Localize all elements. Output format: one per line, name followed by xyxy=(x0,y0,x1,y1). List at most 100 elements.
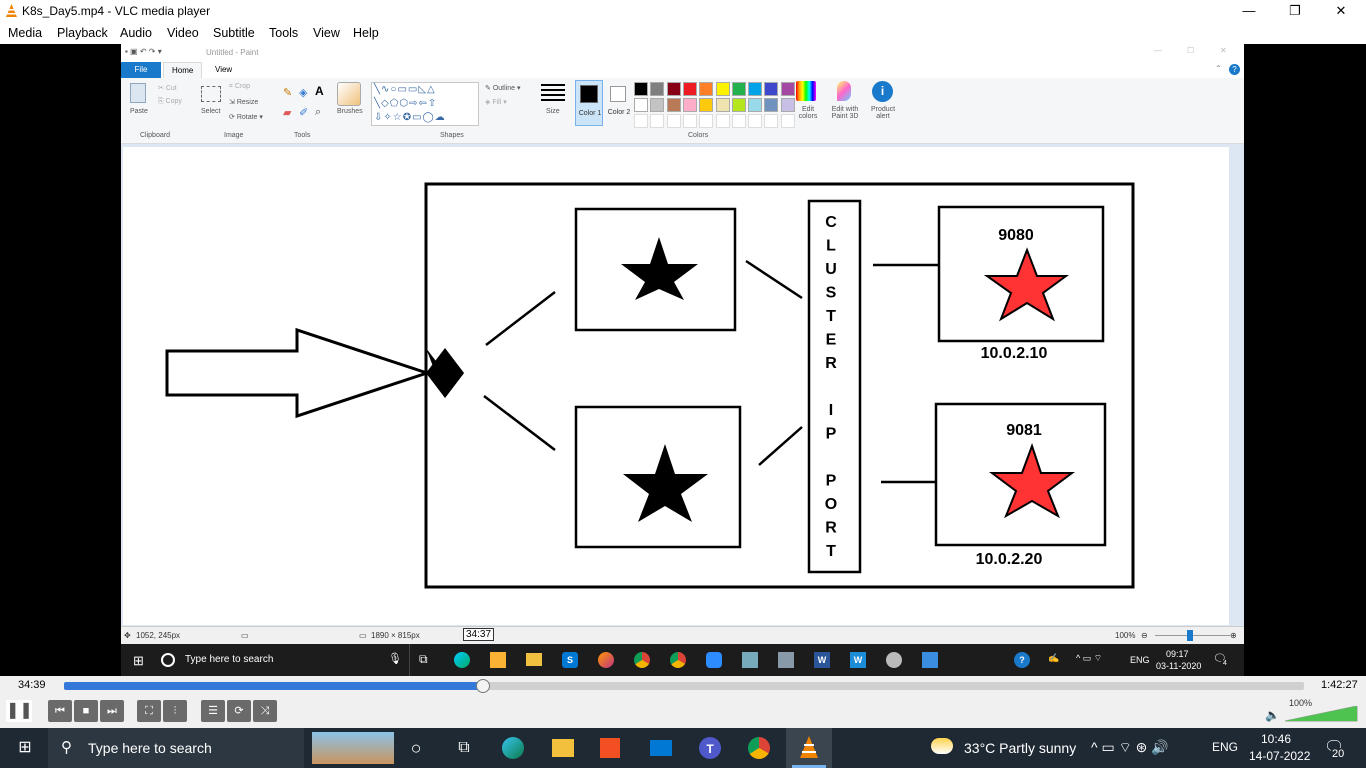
tab-file[interactable]: File xyxy=(121,62,161,78)
palette-swatch[interactable] xyxy=(731,82,746,96)
palette-swatch-empty[interactable] xyxy=(699,114,714,128)
zoom-slider-thumb[interactable] xyxy=(1187,630,1193,641)
store-icon[interactable] xyxy=(600,738,620,758)
palette-swatch[interactable] xyxy=(780,82,795,96)
color-picker-icon[interactable]: ✐ xyxy=(299,107,309,119)
brushes-label[interactable]: Brushes xyxy=(337,108,363,115)
teams-icon[interactable]: T xyxy=(699,737,721,759)
select-label[interactable]: Select xyxy=(201,108,221,115)
size-icon[interactable] xyxy=(541,84,565,102)
palette-swatch[interactable] xyxy=(764,82,779,96)
previous-button[interactable]: ⏮ xyxy=(48,700,72,722)
shapes-gallery[interactable]: ╲∿○▭▭◺△╲◇⬠⬡⇨⇦⇧⇩✧☆✪▭◯☁ xyxy=(371,82,479,126)
paint3d-label[interactable]: Edit with Paint 3D xyxy=(831,106,859,120)
palette-swatch[interactable] xyxy=(666,98,681,112)
palette-swatch[interactable] xyxy=(748,82,763,96)
palette-swatch-empty[interactable] xyxy=(780,114,795,128)
maximize-button[interactable]: ❐ xyxy=(1289,3,1301,18)
palette-swatch[interactable] xyxy=(731,98,746,112)
fullscreen-button[interactable]: ⛶ xyxy=(137,700,161,722)
edge-icon[interactable] xyxy=(502,737,524,759)
menu-subtitle[interactable]: Subtitle xyxy=(213,26,255,40)
chrome-icon[interactable] xyxy=(748,737,770,759)
palette-swatch[interactable] xyxy=(634,82,648,96)
color2-button[interactable]: Color 2 xyxy=(605,80,633,126)
fill-bucket-icon[interactable]: ◈ xyxy=(299,87,308,99)
menu-tools[interactable]: Tools xyxy=(269,26,299,40)
rotate-label[interactable]: Rotate xyxy=(236,114,258,121)
cortana-icon[interactable]: ○ xyxy=(410,738,422,758)
palette-swatch[interactable] xyxy=(715,82,730,96)
brushes-icon[interactable] xyxy=(337,82,361,106)
shuffle-button[interactable]: ⤨ xyxy=(253,700,277,722)
edit-colors-label[interactable]: Edit colors xyxy=(798,106,818,120)
seek-handle[interactable] xyxy=(476,679,491,693)
weather-text[interactable]: 33°C Partly sunny xyxy=(964,740,1077,756)
task-view-icon[interactable]: ⧉ xyxy=(458,739,470,756)
clock-date[interactable]: 14-07-2022 xyxy=(1249,749,1311,763)
palette-swatch[interactable] xyxy=(650,82,665,96)
collapse-ribbon-icon[interactable]: ⌃ xyxy=(1215,64,1222,73)
close-button[interactable]: ✕ xyxy=(1335,3,1347,18)
pencil-icon[interactable]: ✎ xyxy=(283,87,293,99)
menu-media[interactable]: Media xyxy=(8,26,43,40)
palette-swatch-empty[interactable] xyxy=(682,114,697,128)
palette-swatch-empty[interactable] xyxy=(731,114,746,128)
resize-label[interactable]: Resize xyxy=(236,99,259,106)
palette-swatch[interactable] xyxy=(780,98,795,112)
palette-swatch-empty[interactable] xyxy=(764,114,779,128)
start-icon[interactable]: ⊞ xyxy=(18,739,32,756)
file-explorer-icon[interactable] xyxy=(552,739,574,757)
magnifier-icon[interactable]: ⌕ xyxy=(315,106,322,118)
playlist-button[interactable]: ☰ xyxy=(201,700,225,722)
text-tool-icon[interactable]: A xyxy=(315,84,324,98)
menu-video[interactable]: Video xyxy=(167,26,199,40)
volume-icon[interactable]: 🔈 xyxy=(1265,708,1280,722)
eraser-icon[interactable]: ▰ xyxy=(283,107,292,119)
palette-swatch[interactable] xyxy=(682,82,697,96)
info-icon[interactable]: i xyxy=(872,81,893,102)
palette-swatch[interactable] xyxy=(715,98,730,112)
palette-swatch-empty[interactable] xyxy=(748,114,763,128)
volume-slider[interactable] xyxy=(1285,706,1359,722)
help-icon[interactable]: ? xyxy=(1229,64,1240,75)
tab-view[interactable]: View xyxy=(215,65,233,74)
loop-button[interactable]: ⟳ xyxy=(227,700,251,722)
weather-icon[interactable] xyxy=(931,738,953,754)
menu-help[interactable]: Help xyxy=(353,26,379,40)
palette-swatch-empty[interactable] xyxy=(666,114,681,128)
zoom-in-icon[interactable]: ⊕ xyxy=(1230,631,1237,640)
edit-colors-icon[interactable] xyxy=(796,81,816,101)
palette-swatch[interactable] xyxy=(650,98,665,112)
language-indicator[interactable]: ENG xyxy=(1212,740,1239,754)
menu-playback[interactable]: Playback xyxy=(57,26,108,40)
cut-label[interactable]: Cut xyxy=(165,85,177,92)
size-label[interactable]: Size xyxy=(546,108,560,115)
outline-dropdown[interactable]: ✎ Outline ▾ xyxy=(485,85,521,92)
tray-icons[interactable]: ^ ▭ ⌔ ⊛ 🔊 xyxy=(1091,739,1169,755)
tab-home[interactable]: Home xyxy=(163,62,203,78)
select-icon[interactable] xyxy=(201,86,221,102)
copy-label[interactable]: Copy xyxy=(165,98,182,105)
zoom-out-icon[interactable]: ⊖ xyxy=(1141,631,1148,640)
clock-time[interactable]: 10:46 xyxy=(1261,732,1292,746)
taskbar-search[interactable]: ⚲ Type here to search xyxy=(48,728,304,768)
palette-swatch[interactable] xyxy=(666,82,681,96)
palette-swatch[interactable] xyxy=(634,98,648,112)
vlc-taskbar-button[interactable] xyxy=(786,728,832,768)
stop-button[interactable]: ■ xyxy=(74,700,98,722)
palette-swatch[interactable] xyxy=(764,98,779,112)
palette-swatch[interactable] xyxy=(682,98,697,112)
paste-label[interactable]: Paste xyxy=(130,108,148,115)
color1-button[interactable]: Color 1 xyxy=(575,80,603,126)
mail-icon[interactable] xyxy=(650,740,672,756)
palette-swatch[interactable] xyxy=(748,98,763,112)
pause-button[interactable]: ❚❚ xyxy=(6,700,33,722)
paint3d-icon[interactable] xyxy=(837,81,851,101)
seek-bar[interactable] xyxy=(64,682,1304,690)
palette-swatch-empty[interactable] xyxy=(634,114,648,128)
paste-icon[interactable] xyxy=(130,83,146,103)
menu-view[interactable]: View xyxy=(313,26,340,40)
fill-dropdown[interactable]: ◈ Fill ▾ xyxy=(485,99,507,106)
palette-swatch[interactable] xyxy=(699,82,714,96)
